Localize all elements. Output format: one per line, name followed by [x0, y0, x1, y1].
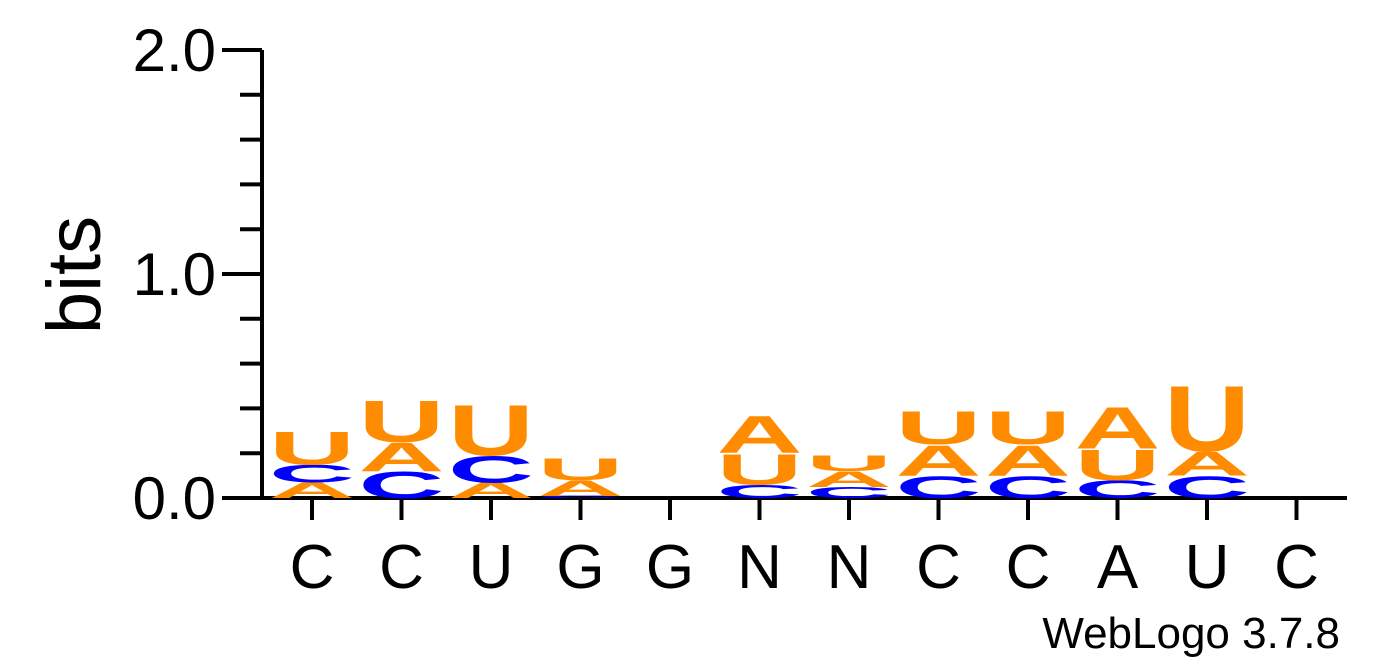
logo-letter-C: C: [985, 470, 1071, 505]
x-tick-label: U: [1185, 533, 1230, 602]
logo-letter-C: C: [1164, 470, 1250, 505]
axes: 0.0 1.0 2.0: [133, 17, 1347, 532]
logo-letter-A: A: [806, 467, 892, 492]
y-tick-label: 0.0: [133, 465, 216, 532]
logo-letter-C: C: [269, 460, 355, 488]
logo-letter-A: A: [359, 435, 445, 480]
x-tick-label: N: [827, 533, 872, 602]
logo-letter-U: U: [896, 402, 982, 455]
logo-letter-A: A: [985, 436, 1071, 485]
x-tick-label: C: [379, 533, 424, 602]
y-tick-label: 2.0: [133, 17, 216, 84]
weblogo-version-label: WebLogo 3.7.8: [1042, 609, 1340, 658]
logo-letter-A: A: [448, 478, 534, 503]
logo-letter-A: A: [717, 405, 803, 464]
logo-letter-C: C: [717, 481, 803, 502]
x-tick-label: N: [737, 533, 782, 602]
logo-letter-U: U: [806, 451, 892, 476]
x-tick-label: A: [1097, 533, 1139, 602]
x-tick-label: G: [556, 533, 604, 602]
logo-letter-U: U: [985, 402, 1071, 455]
logo-letter-C: C: [359, 465, 445, 507]
logo-letter-C: C: [538, 495, 624, 498]
logo-letter-A: A: [1075, 396, 1161, 462]
logo-letter-U: U: [1075, 441, 1161, 490]
logo-letter-U: U: [538, 452, 624, 487]
x-tick-label: C: [916, 533, 961, 602]
logo-letter-C: C: [806, 484, 892, 501]
logo-letter-C: C: [448, 449, 534, 491]
logo-letter-U: U: [1164, 366, 1250, 471]
logo-letter-C: C: [1075, 476, 1161, 504]
logo-letter-U: U: [448, 391, 534, 471]
x-tick-label: U: [469, 533, 514, 602]
x-tick-label: C: [290, 533, 335, 602]
x-tick-label: G: [646, 533, 694, 602]
logo-letter-U: U: [717, 445, 803, 494]
logo-letter-A: A: [269, 478, 355, 503]
logo-letter-A: A: [538, 476, 624, 501]
logo-letter-A: A: [896, 436, 982, 485]
logo-letter-U: U: [269, 422, 355, 475]
logo-letter-C: C: [896, 470, 982, 505]
y-tick-label: 1.0: [133, 241, 216, 308]
logo-letter-A: A: [1164, 444, 1250, 483]
y-axis-label: bits: [32, 216, 117, 334]
x-tick-label: C: [1274, 533, 1319, 602]
logo-letter-U: U: [359, 389, 445, 455]
x-tick-label: C: [1006, 533, 1051, 602]
